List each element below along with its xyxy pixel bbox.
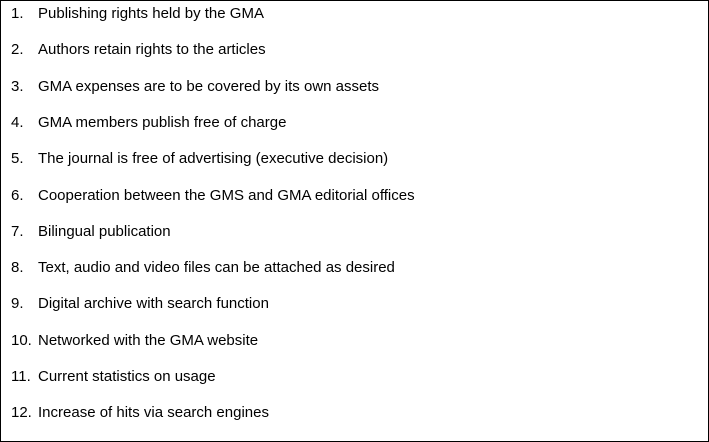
list-item-text: Cooperation between the GMS and GMA edit… (38, 186, 415, 204)
list-item-text: Bilingual publication (38, 222, 171, 240)
list-item-number: 9. (11, 295, 24, 313)
list-item-text: Current statistics on usage (38, 368, 216, 385)
list-item-text: Digital archive with search function (38, 295, 269, 313)
list-item-number: 7. (11, 222, 24, 240)
list-item-text: Networked with the GMA website (38, 331, 259, 349)
list-item-number: 3. (11, 77, 24, 95)
list-item-number: 4. (11, 113, 24, 131)
list-item-number: 11. (11, 368, 31, 385)
list-item-text: Increase of hits via search engines (38, 404, 269, 422)
list-item-number: 8. (11, 259, 24, 277)
list-item-number: 6. (11, 186, 24, 204)
list-item-number: 1. (11, 5, 24, 22)
list-item-text: GMA expenses are to be covered by its ow… (38, 77, 380, 95)
list-item-text: The journal is free of advertising (exec… (38, 150, 389, 168)
list-item-text: Publishing rights held by the GMA (38, 5, 264, 22)
list-item-number: 5. (11, 150, 24, 168)
list-item-text: GMA members publish free of charge (38, 113, 287, 131)
list-item-text: Text, audio and video files can be attac… (38, 259, 395, 277)
list-item-text: Authors retain rights to the articles (38, 41, 266, 59)
list-item-number: 12. (11, 404, 32, 422)
list-item-number: 10. (11, 331, 32, 349)
list-item-number: 2. (11, 41, 24, 59)
